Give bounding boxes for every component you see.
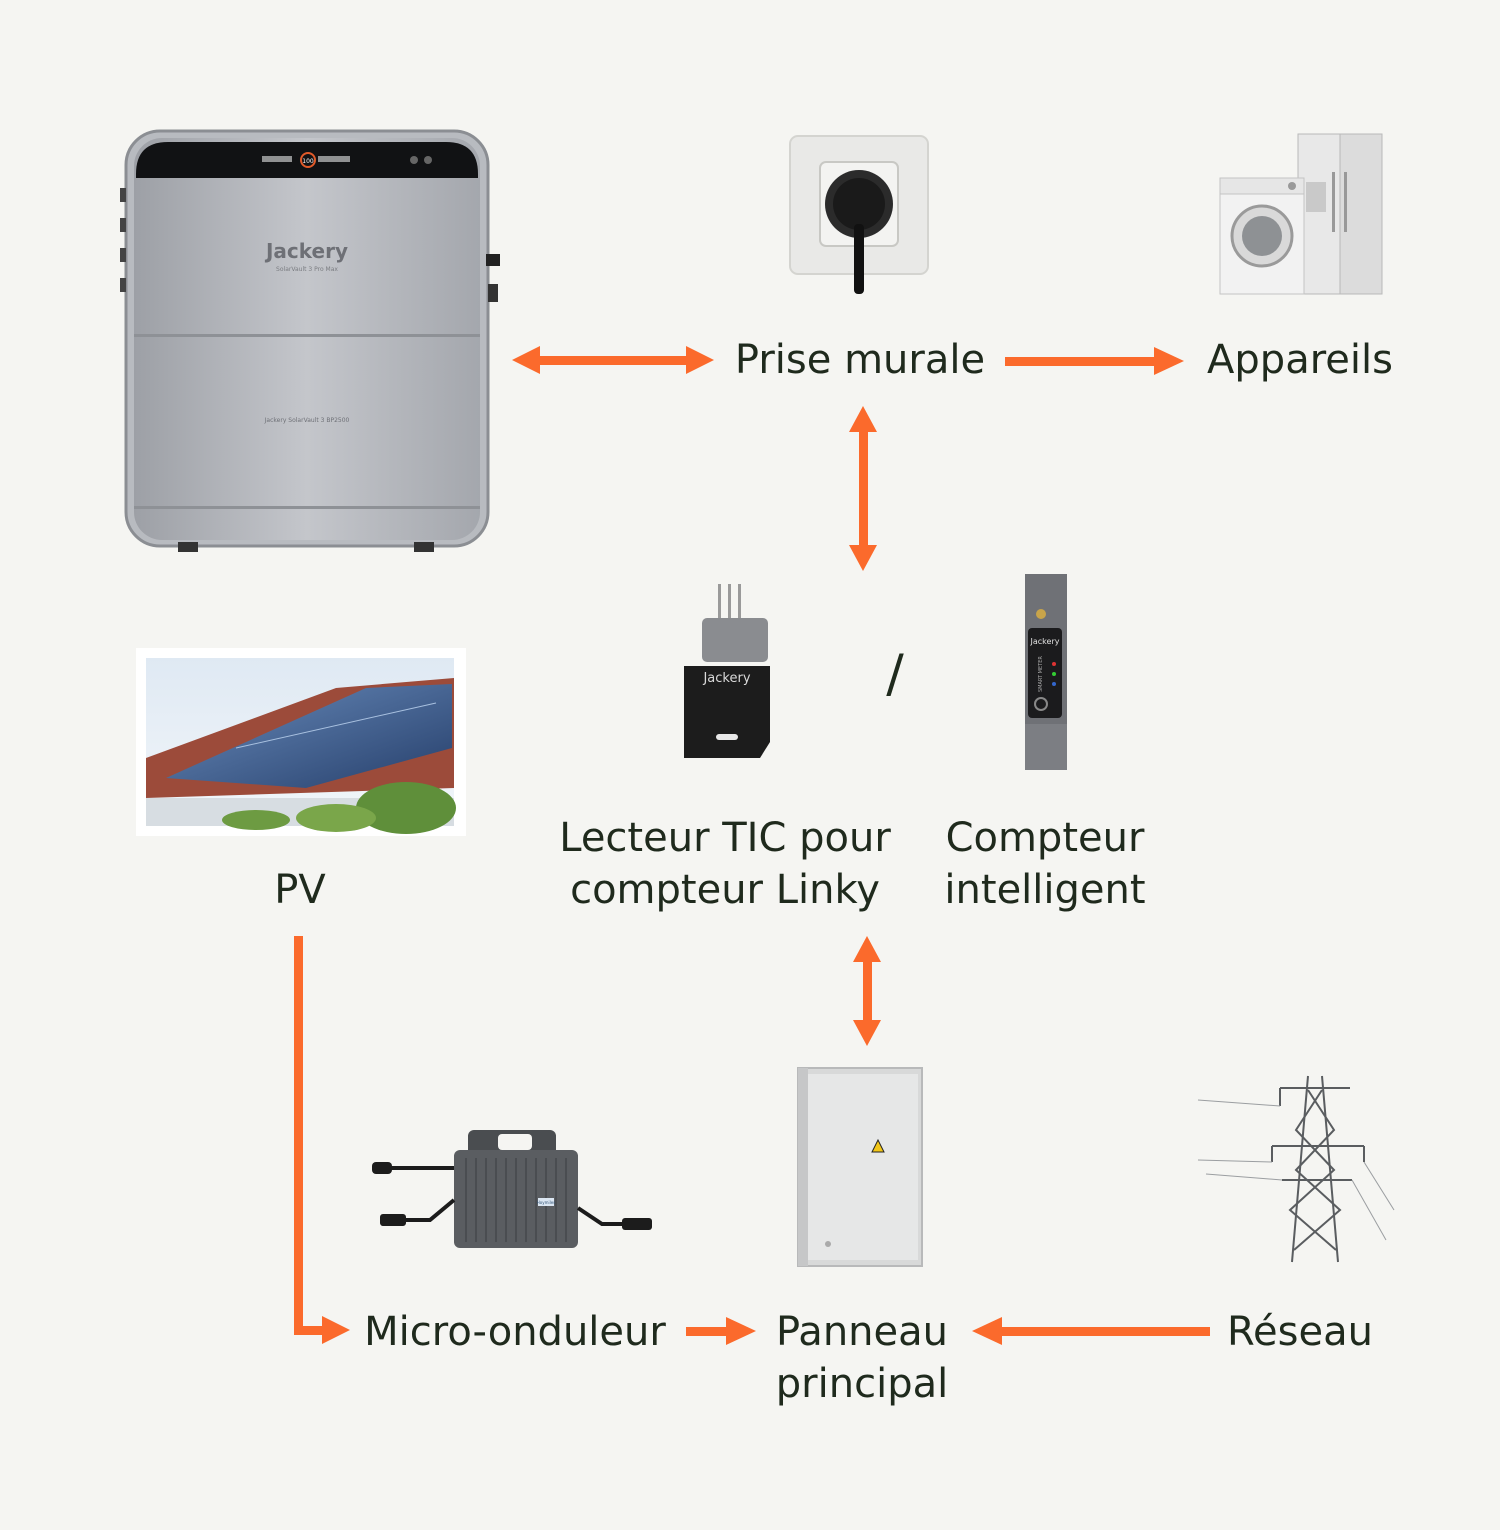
arrow-inverter-panel <box>686 1317 756 1345</box>
battery-model-top: SolarVault 3 Pro Max <box>276 266 338 273</box>
arrow-grid-panel <box>972 1317 1210 1345</box>
arrow-battery-outlet <box>512 346 714 374</box>
label-pv: PV <box>274 867 326 913</box>
appliances-image <box>1219 133 1383 295</box>
battery-model-bottom: Jackery SolarVault 3 BP2500 <box>264 417 350 424</box>
label-grid: Réseau <box>1227 1309 1373 1355</box>
label-tic-reader-line2: compteur Linky <box>570 867 880 913</box>
arrow-outlet-meters <box>849 406 877 571</box>
battery-brand-logo: Jackery <box>264 239 348 263</box>
label-micro-inverter: Micro-onduleur <box>364 1309 666 1355</box>
arrow-outlet-appliances <box>1005 347 1184 375</box>
label-tic-reader-line1: Lecteur TIC pour <box>559 815 891 861</box>
micro-inverter-icon: Hoymiles <box>372 1130 652 1248</box>
power-pylon-icon <box>1197 1075 1395 1263</box>
label-smart-meter-line1: Compteur <box>945 815 1145 861</box>
washing-machine-icon <box>1219 177 1305 295</box>
wall-socket-icon <box>789 135 929 294</box>
arrow-pv-inverter <box>294 936 350 1344</box>
label-smart-meter: Compteur intelligent <box>930 812 1160 916</box>
battery-display-percent: 100 <box>302 158 314 165</box>
solar-roof-image <box>136 648 466 836</box>
tic-reader-device-icon: Jackery <box>684 584 770 758</box>
label-smart-meter-line2: intelligent <box>944 867 1146 913</box>
label-wall-outlet: Prise murale <box>734 337 986 383</box>
smart-meter-label: SMART METER <box>1038 656 1044 692</box>
arrow-meters-panel <box>853 936 881 1046</box>
tic-reader-brand: Jackery <box>702 671 750 686</box>
label-tic-reader: Lecteur TIC pour compteur Linky <box>540 812 910 916</box>
label-separator: / <box>886 644 904 704</box>
micro-inverter-tag: Hoymiles <box>537 1200 556 1205</box>
fridge-icon <box>1297 133 1383 295</box>
label-appliances: Appareils <box>1207 337 1393 383</box>
battery-unit-image: 100 Jackery SolarVault 3 Pro Max Jackery… <box>120 129 500 552</box>
label-main-panel-line1: Panneau <box>775 1309 948 1355</box>
smart-meter-brand: Jackery <box>1030 637 1060 646</box>
electrical-cabinet-icon <box>797 1067 923 1267</box>
smart-meter-device-icon: Jackery SMART METER <box>1025 574 1067 770</box>
label-main-panel: Panneau principal <box>752 1306 972 1410</box>
label-main-panel-line2: principal <box>775 1361 949 1407</box>
